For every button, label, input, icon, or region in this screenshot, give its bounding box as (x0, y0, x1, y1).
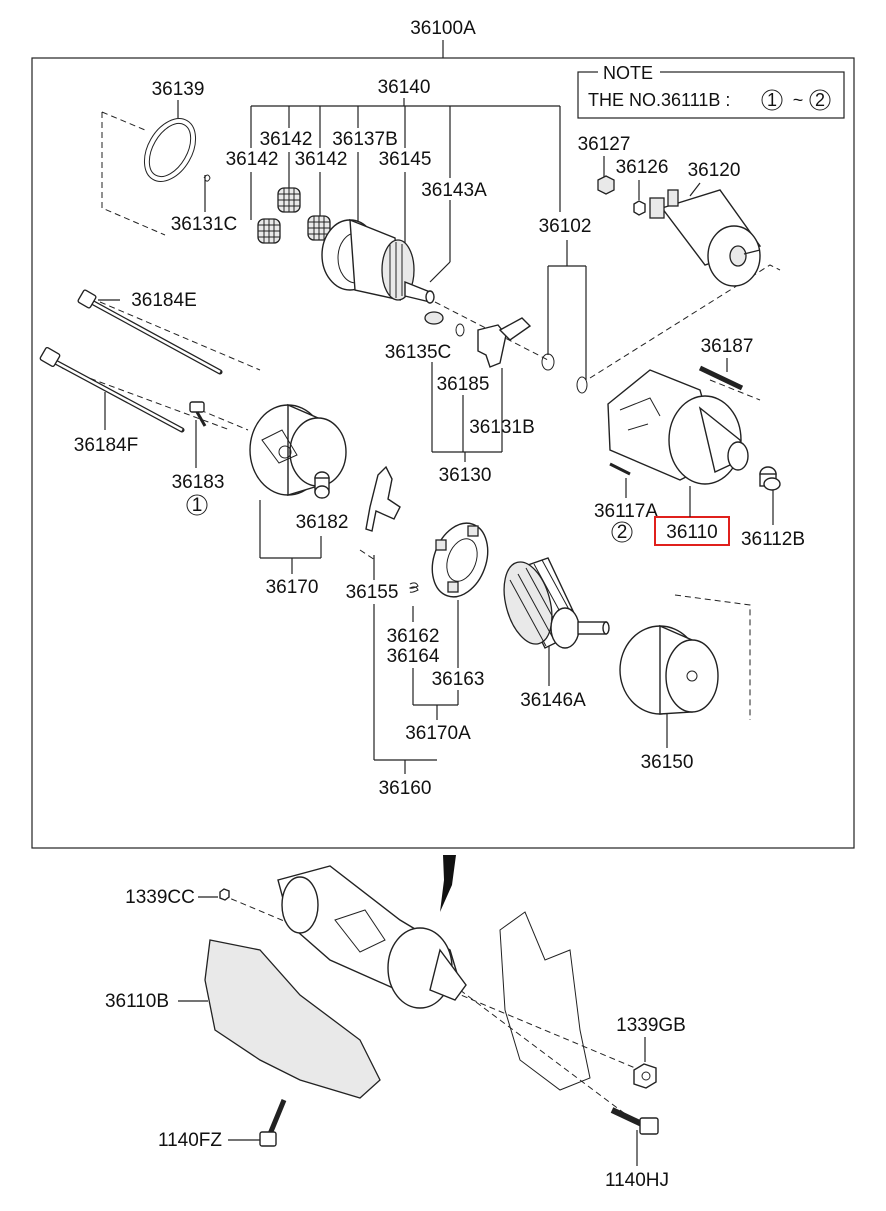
bushing-36182 (314, 471, 330, 499)
label-36127[interactable]: 36127 (578, 134, 631, 155)
label-36163[interactable]: 36163 (432, 669, 485, 690)
label-36183[interactable]: 36183 (172, 472, 225, 493)
label-36185[interactable]: 36185 (437, 374, 490, 395)
leader-lines (98, 98, 774, 1166)
label-36187[interactable]: 36187 (701, 336, 754, 357)
through-bolts (39, 289, 223, 433)
label-36110b[interactable]: 36110B (105, 991, 169, 1012)
label-36184f[interactable]: 36184F (74, 435, 138, 456)
label-36131c[interactable]: 36131C (171, 214, 238, 235)
solenoid-36120 (649, 189, 762, 287)
ref-circle-1: 1 (192, 495, 203, 516)
label-1339cc[interactable]: 1339CC (125, 887, 195, 908)
label-36146a[interactable]: 36146A (520, 690, 586, 711)
label-36150[interactable]: 36150 (641, 752, 694, 773)
spring-36162 (408, 582, 419, 593)
nuts-36127-36126 (597, 175, 646, 216)
label-36140[interactable]: 36140 (378, 77, 431, 98)
label-36142-a[interactable]: 36142 (260, 129, 313, 150)
seal-ring-36139 (143, 118, 197, 182)
pin-36117a (609, 462, 631, 476)
armature-36146a (503, 557, 610, 649)
lever-parts (424, 311, 532, 368)
label-36143a[interactable]: 36143A (421, 180, 487, 201)
washer-36102 (541, 353, 555, 371)
end-frame-36170 (249, 403, 347, 496)
note-header: NOTE (603, 63, 653, 83)
planet-gears (257, 187, 331, 244)
note-ref-start: 1 (767, 90, 777, 110)
terminal-36155 (365, 465, 401, 532)
label-36182[interactable]: 36182 (296, 512, 349, 533)
bushing-36112b (759, 466, 781, 491)
label-36102[interactable]: 36102 (539, 216, 592, 237)
screw-36183 (189, 401, 207, 427)
label-1140fz[interactable]: 1140FZ (158, 1130, 222, 1151)
clip-36131c (203, 174, 211, 182)
label-36170[interactable]: 36170 (266, 577, 319, 598)
highlight-box-36110 (654, 516, 730, 546)
stud-36187 (698, 365, 744, 391)
note-box: NOTE THE NO.36111B : 1 ~ 2 (577, 63, 845, 119)
label-36100a[interactable]: 36100A (410, 18, 476, 39)
label-36139[interactable]: 36139 (152, 79, 205, 100)
starter-assembly-installed (277, 865, 467, 1009)
label-36137b[interactable]: 36137B (332, 129, 398, 150)
note-text: THE NO.36111B : (588, 90, 730, 110)
nut-1339gb (633, 1063, 657, 1089)
label-36184e[interactable]: 36184E (131, 290, 197, 311)
label-36112b[interactable]: 36112B (741, 529, 805, 550)
label-36145[interactable]: 36145 (379, 149, 432, 170)
label-36162[interactable]: 36162 (387, 626, 440, 647)
label-36155[interactable]: 36155 (346, 582, 399, 603)
label-36135c[interactable]: 36135C (385, 342, 452, 363)
label-36110[interactable]: 36110 (666, 522, 717, 543)
label-36160[interactable]: 36160 (379, 778, 432, 799)
label-1140hj[interactable]: 1140HJ (605, 1170, 669, 1191)
label-1339gb[interactable]: 1339GB (616, 1015, 686, 1036)
label-36120[interactable]: 36120 (688, 160, 741, 181)
label-36142-c[interactable]: 36142 (295, 149, 348, 170)
bolt-1140hj (610, 1107, 659, 1135)
bolt-1140fz (259, 1099, 287, 1147)
nut-1339cc (219, 888, 230, 901)
brush-holder-36163 (431, 522, 489, 598)
yoke-36150 (619, 624, 719, 715)
front-housing-36110 (607, 369, 749, 485)
ref-circle-2: 2 (617, 522, 628, 543)
label-36126[interactable]: 36126 (616, 157, 669, 178)
assembly-frame (31, 57, 855, 849)
heat-shield-36110b (204, 939, 381, 1099)
label-36130[interactable]: 36130 (439, 465, 492, 486)
label-36170a[interactable]: 36170A (405, 723, 471, 744)
engine-block-outline (499, 911, 591, 1091)
note-range-sep: ~ (793, 90, 804, 110)
note-ref-end: 2 (815, 90, 825, 110)
label-36164[interactable]: 36164 (387, 646, 440, 667)
pinion-assembly (321, 218, 435, 304)
label-36142-b[interactable]: 36142 (226, 149, 279, 170)
arrow-pointer (440, 855, 456, 912)
label-36117a[interactable]: 36117A (594, 501, 658, 522)
